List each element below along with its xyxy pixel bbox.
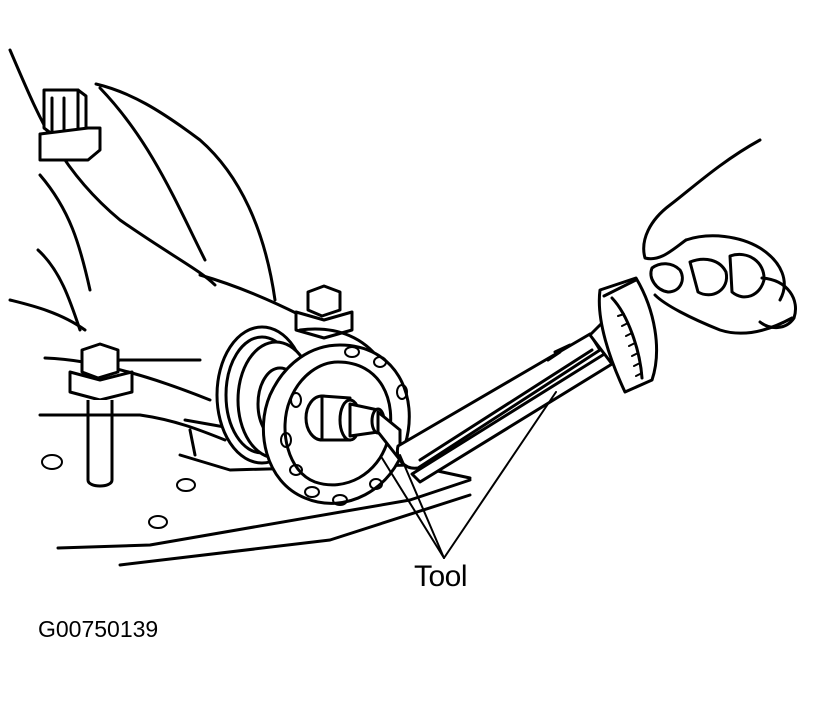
callout-leaders (381, 391, 557, 559)
figure-id: G00750139 (38, 616, 159, 642)
tool-callout-label: Tool (414, 560, 468, 593)
left-bolt (68, 342, 134, 488)
axle-shaft (304, 394, 402, 462)
hand (642, 138, 797, 335)
torque-wrench (395, 276, 658, 484)
knuckle-housing (8, 48, 302, 402)
upper-bolt (38, 88, 102, 162)
